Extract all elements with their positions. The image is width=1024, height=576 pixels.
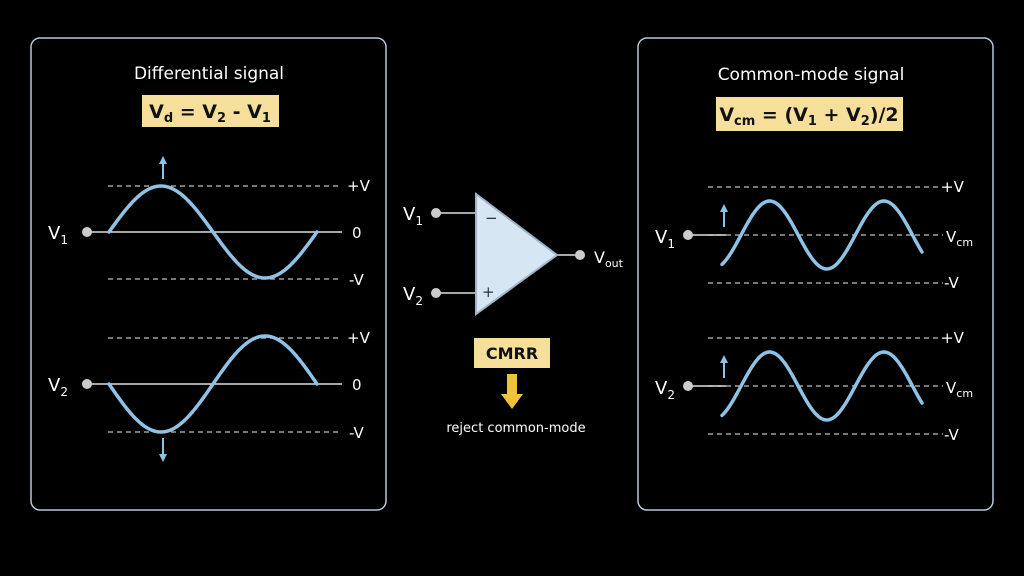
right-wave1-top-label: +V <box>941 178 965 196</box>
left-wave1-mid-label: 0 <box>352 224 362 242</box>
right-wave2-node <box>683 381 693 391</box>
op-amp-plus-sign: + <box>482 283 495 301</box>
right-wave1-sine <box>720 199 924 271</box>
left-wave1-sine <box>107 184 319 280</box>
left-wave2-mid-label: 0 <box>352 376 362 394</box>
left-formula: Vd = V2 - V1 <box>149 101 271 126</box>
left-panel-title: Differential signal <box>134 64 284 84</box>
op-amp-input1-label: V1 <box>403 204 423 228</box>
left-wave2-node <box>82 379 92 389</box>
right-formula-box <box>716 97 903 131</box>
left-wave1-top-label: +V <box>347 177 371 195</box>
right-wave1-node <box>683 230 693 240</box>
op-amp: − + V1 V2 Vout <box>403 191 624 316</box>
left-wave2-name: V2 <box>48 375 68 399</box>
right-wave1-bot-label: -V <box>944 274 960 292</box>
op-amp-output-node <box>575 250 585 260</box>
left-wave2-sine <box>107 334 319 434</box>
op-amp-minus-sign: − <box>485 209 498 227</box>
right-wave2-group: V2 +V Vcm -V <box>655 329 973 444</box>
op-amp-output-label: Vout <box>594 248 624 270</box>
left-wave1-bot-label: -V <box>349 271 365 289</box>
left-wave1-node <box>82 227 92 237</box>
left-wave1-name: V1 <box>48 223 68 247</box>
right-wave2-top-label: +V <box>941 329 965 347</box>
op-amp-input1-node <box>431 208 441 218</box>
right-formula: Vcm = (V1 + V2)/2 <box>719 104 898 129</box>
op-amp-input2-label: V2 <box>403 284 423 308</box>
left-wave2-top-label: +V <box>347 329 371 347</box>
cmrr-down-arrow <box>501 374 523 409</box>
right-wave2-bot-label: -V <box>944 426 960 444</box>
left-wave2-bot-label: -V <box>349 424 365 442</box>
right-wave1-name: V1 <box>655 227 675 251</box>
left-formula-box <box>142 95 279 127</box>
right-wave2-sine <box>720 350 924 422</box>
right-wave2-name: V2 <box>655 378 675 402</box>
cmrr-caption: reject common-mode <box>446 421 585 436</box>
right-wave1-cm-label: Vcm <box>946 228 973 249</box>
left-panel-frame <box>30 37 387 511</box>
op-amp-triangle <box>475 191 559 316</box>
left-wave2-group: V2 +V 0 -V <box>48 329 371 462</box>
right-wave2-cm-label: Vcm <box>946 379 973 400</box>
right-wave1-group: V1 +V Vcm -V <box>655 178 973 292</box>
right-panel-title: Common-mode signal <box>718 65 905 85</box>
left-wave1-group: V1 +V 0 -V <box>48 156 371 289</box>
right-panel-frame <box>637 37 994 511</box>
cmrr-label: CMRR <box>486 344 538 363</box>
cmrr-box <box>474 338 550 368</box>
op-amp-input2-node <box>431 288 441 298</box>
